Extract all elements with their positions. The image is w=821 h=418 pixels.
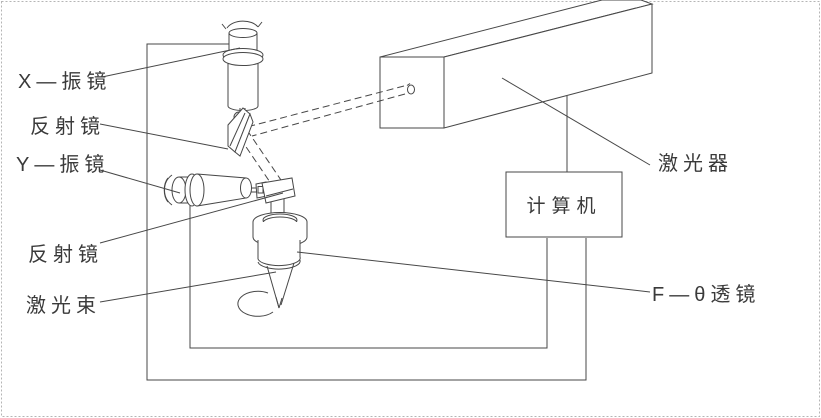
lower-reflector-mirror — [261, 177, 296, 204]
label-f-theta-lens: F—θ透镜 — [652, 284, 761, 306]
label-y-galvo: Y—振镜 — [16, 154, 110, 176]
leader-lines — [99, 47, 651, 303]
leader-mirror-lower — [99, 192, 284, 244]
upper-reflector-mirror — [227, 107, 254, 157]
label-mirror-upper: 反射镜 — [30, 116, 105, 138]
label-laser: 激光器 — [658, 153, 733, 175]
leader-mirror-upper — [99, 123, 229, 150]
y-galvanometer — [163, 173, 268, 207]
leader-f-theta — [296, 251, 651, 293]
leader-laser-beam — [99, 271, 277, 303]
y-galvo-cable-path — [189, 198, 548, 349]
leader-y-galvo — [99, 169, 181, 194]
laser-source-box — [379, 0, 654, 129]
label-mirror-lower: 反射镜 — [28, 244, 103, 266]
laser-beam-path — [239, 85, 406, 192]
label-computer: 计算机 — [526, 196, 602, 217]
x-galvanometer — [221, 20, 264, 123]
leader-laser — [501, 77, 651, 166]
f-theta-lens — [252, 212, 308, 270]
label-x-galvo: X—振镜 — [18, 71, 112, 93]
laser-aperture-hole — [407, 84, 415, 95]
leader-x-galvo — [101, 47, 241, 78]
x-rotation-arrow — [226, 20, 259, 29]
focused-laser-beam — [237, 262, 295, 317]
scan-spiral — [237, 290, 274, 317]
x-galvo-cable-path — [146, 43, 587, 381]
computer-box — [505, 171, 623, 238]
label-laser-beam: 激光束 — [26, 295, 101, 317]
